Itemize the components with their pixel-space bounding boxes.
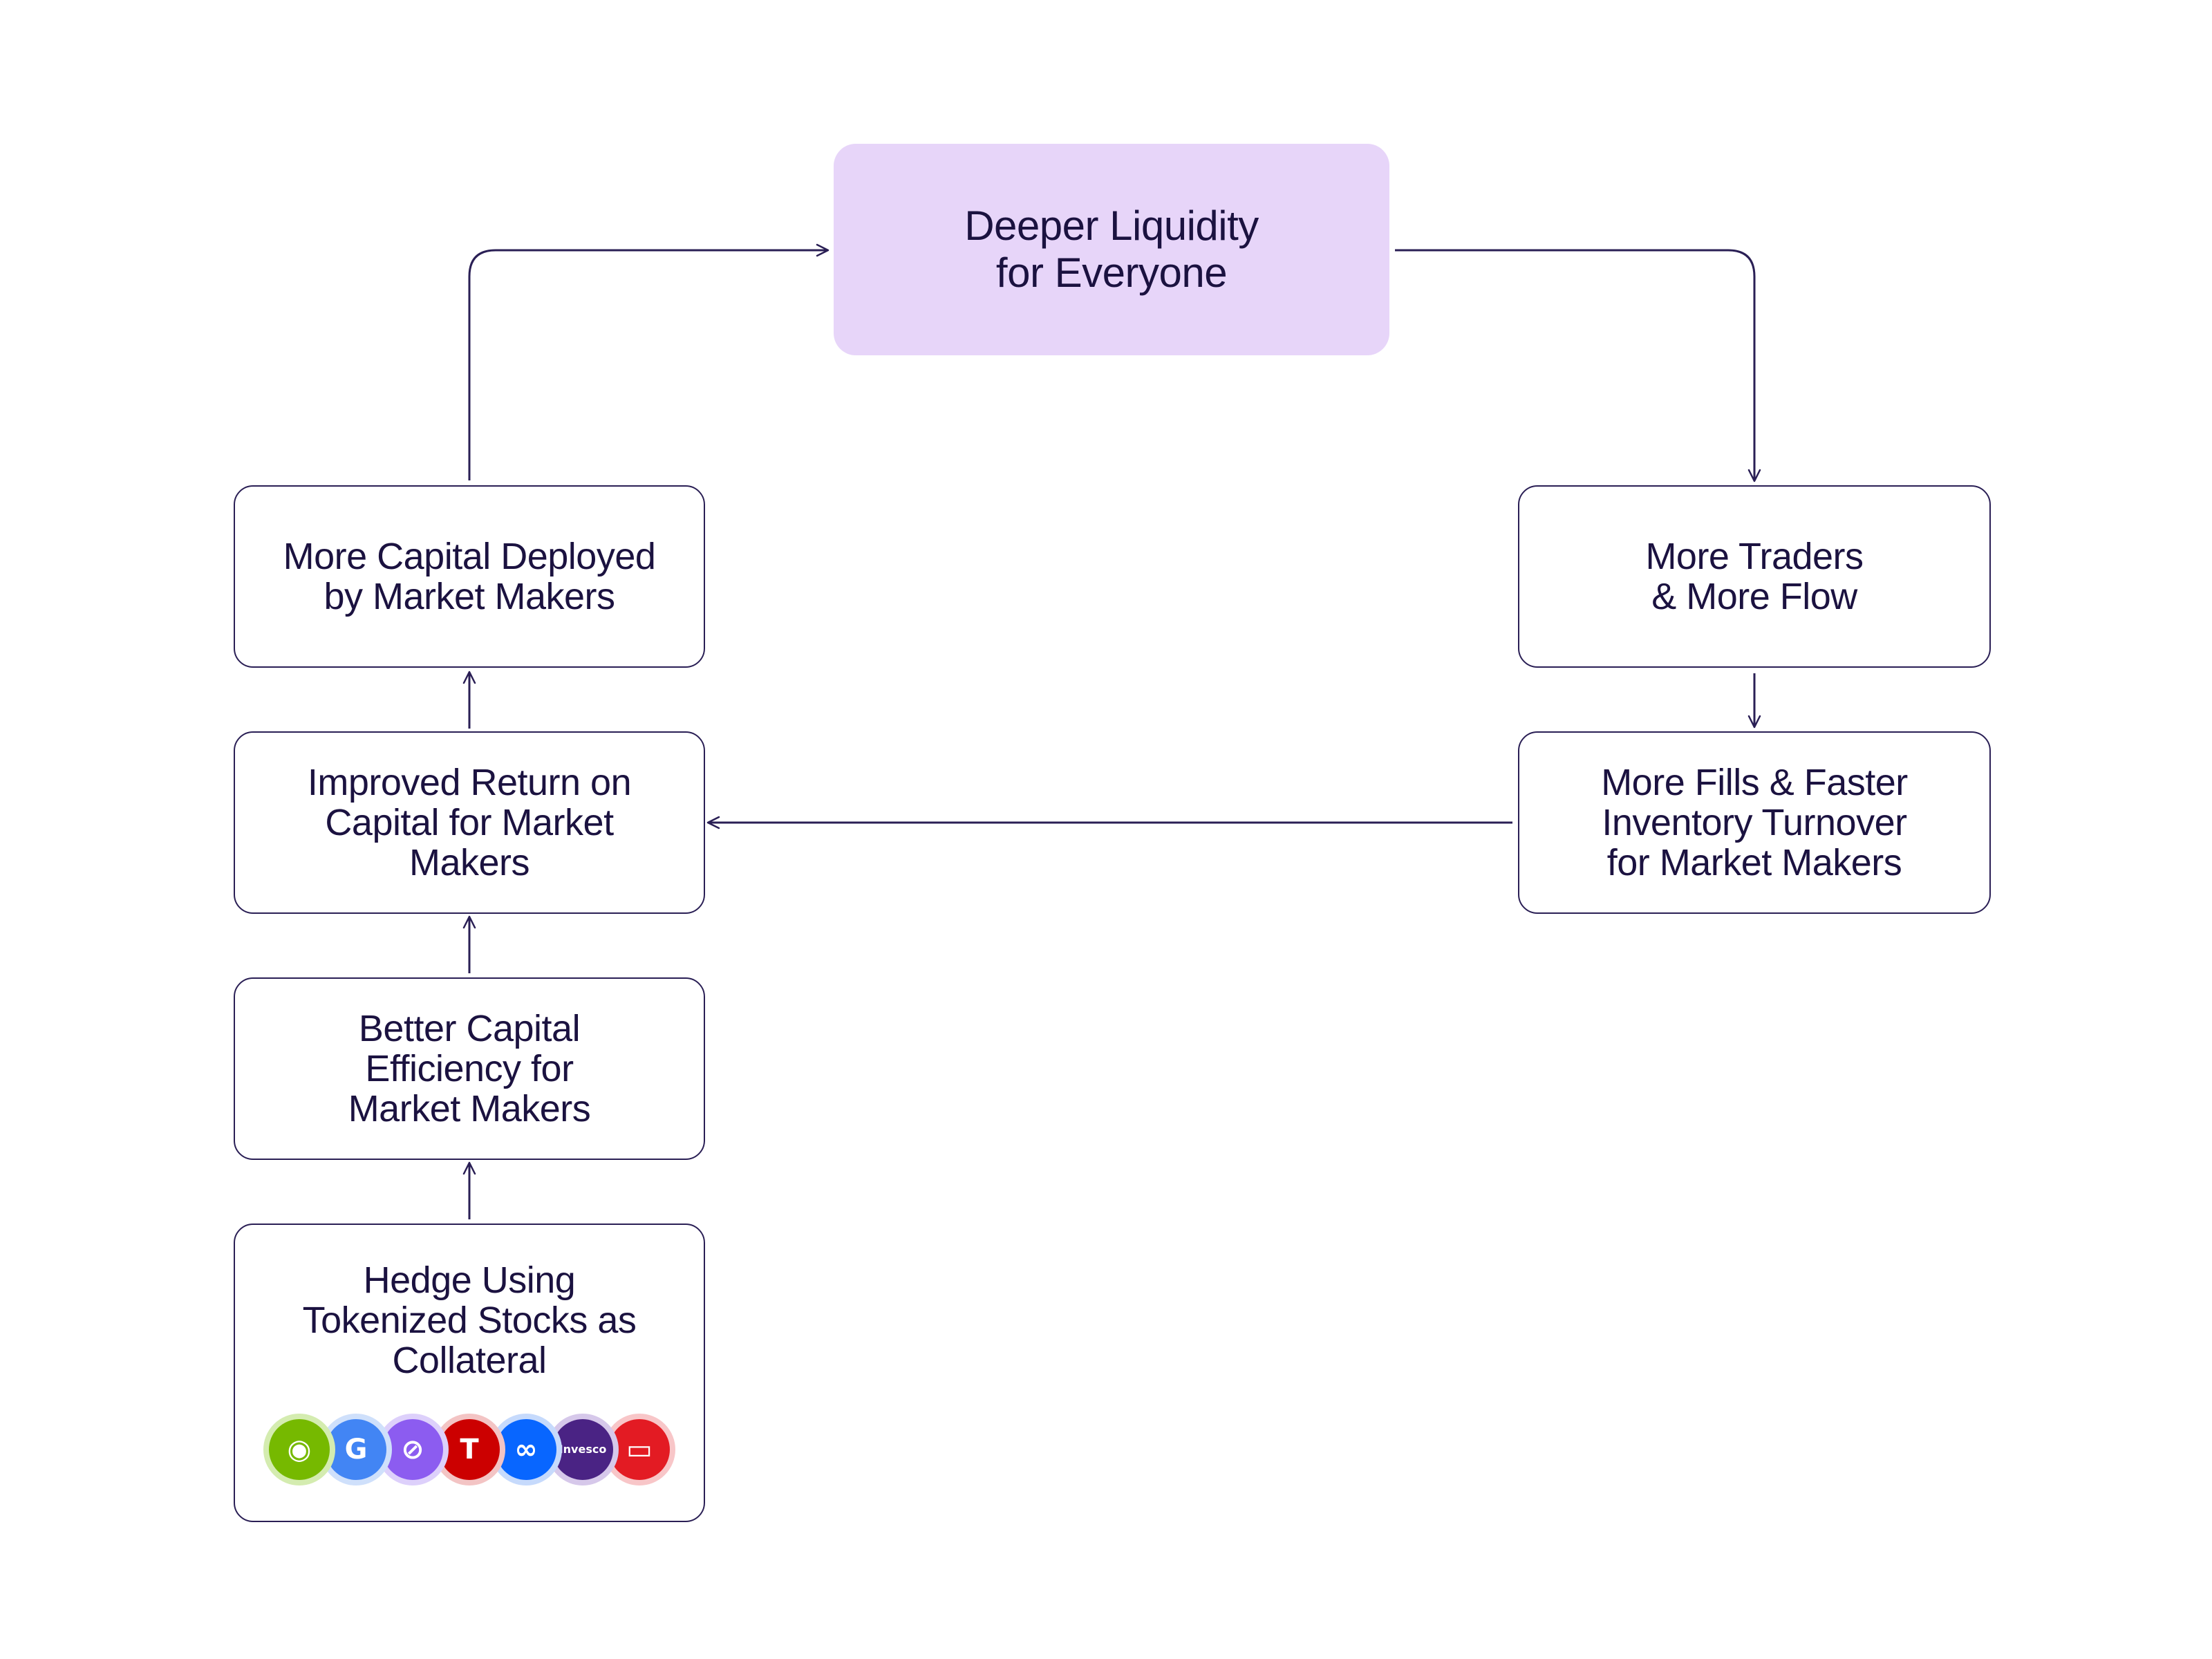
more-fills-label: More Fills & Faster Inventory Turnover f… bbox=[1601, 762, 1908, 883]
hedge-collateral-label: Hedge Using Tokenized Stocks as Collater… bbox=[302, 1259, 637, 1381]
improved-return-node: Improved Return on Capital for Market Ma… bbox=[234, 731, 705, 914]
capital-efficiency-label: Better Capital Efficiency for Market Mak… bbox=[348, 1008, 591, 1130]
more-traders-label: More Traders & More Flow bbox=[1645, 536, 1864, 617]
more-fills-node: More Fills & Faster Inventory Turnover f… bbox=[1518, 731, 1991, 914]
capital-deployed-node: More Capital Deployed by Market Makers bbox=[234, 485, 705, 668]
capital-deployed-label: More Capital Deployed by Market Makers bbox=[283, 536, 656, 617]
tesla-icon: T bbox=[433, 1414, 505, 1485]
deeper-liquidity-label: Deeper Liquidity for Everyone bbox=[964, 203, 1259, 296]
arrow-hub-to-traders bbox=[1395, 249, 1761, 482]
hedge-collateral-node: Hedge Using Tokenized Stocks as Collater… bbox=[234, 1224, 705, 1522]
nvidia-icon: ◉ bbox=[263, 1414, 335, 1485]
improved-return-label: Improved Return on Capital for Market Ma… bbox=[307, 762, 632, 883]
arrow-capital-to-hub bbox=[468, 243, 830, 480]
capital-efficiency-node: Better Capital Efficiency for Market Mak… bbox=[234, 977, 705, 1160]
more-traders-node: More Traders & More Flow bbox=[1518, 485, 1991, 668]
deeper-liquidity-node: Deeper Liquidity for Everyone bbox=[834, 144, 1389, 355]
stock-logo-row: ◉ G ⊘ T ∞ Invesco ▭ bbox=[263, 1414, 675, 1485]
